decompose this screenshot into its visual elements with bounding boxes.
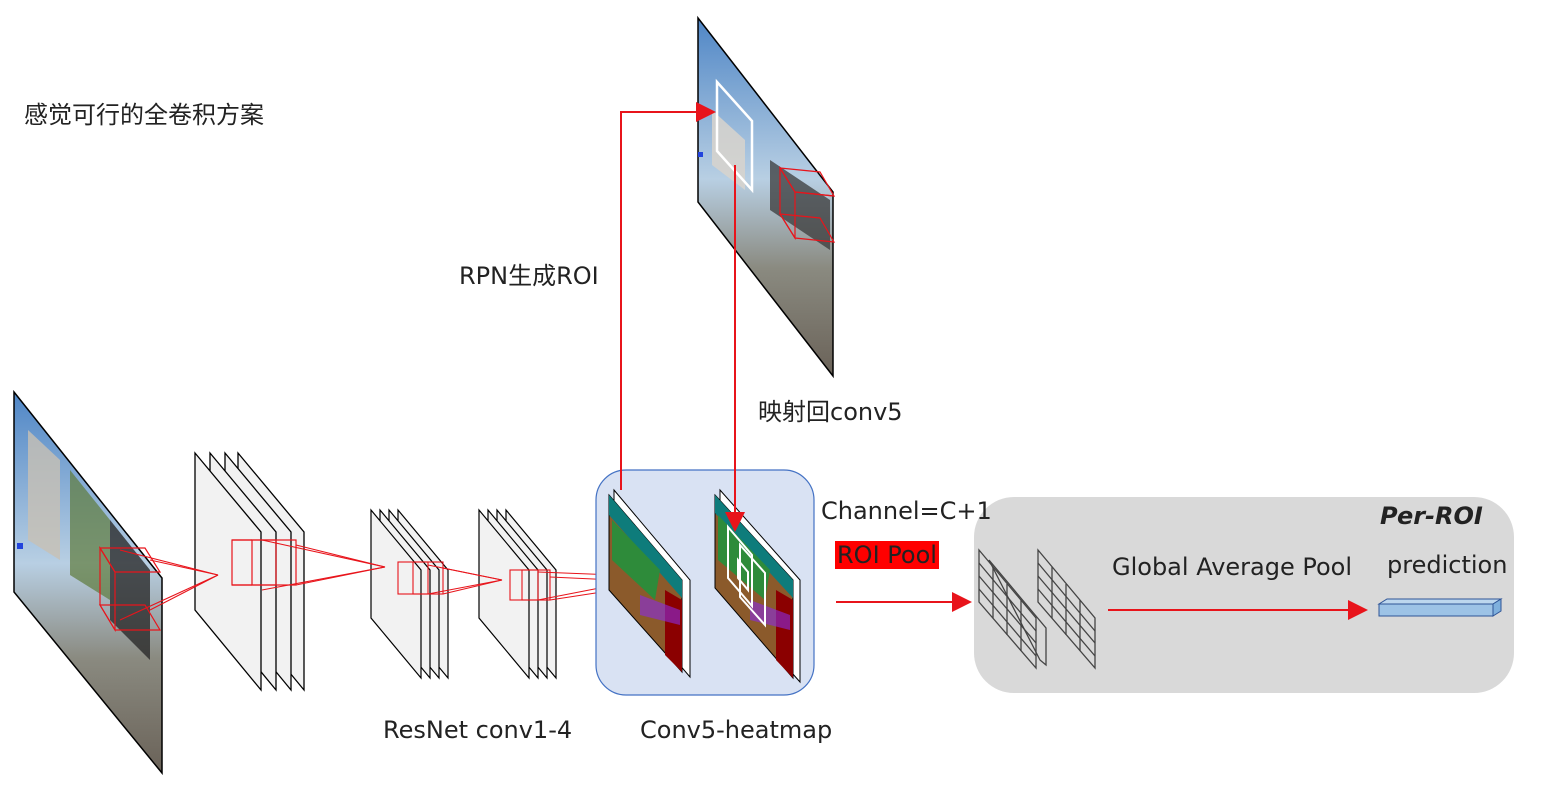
feature-stack-2 (370, 508, 449, 680)
heatmap-right (714, 488, 801, 684)
per-roi-label: Per-ROI (1380, 502, 1483, 530)
conv5-label: Conv5-heatmap (640, 716, 833, 744)
feature-stack-3 (478, 508, 557, 680)
channel-label: Channel=C+1 (821, 497, 992, 525)
rpn-arrow (620, 102, 716, 490)
rpn-label: RPN生成ROI (459, 262, 599, 290)
per-roi-box (974, 497, 1514, 693)
resnet-label: ResNet conv1-4 (383, 716, 573, 744)
prediction-bar (1377, 598, 1503, 617)
roi-pool-label: ROI Pool (835, 541, 939, 569)
conv5-heatmap-box (595, 469, 815, 696)
receptive-field-lines (119, 539, 616, 621)
input-image (13, 389, 163, 776)
roi-grid-1 (978, 548, 1047, 670)
roi-grid-2 (1037, 548, 1096, 670)
map-back-label: 映射回conv5 (758, 398, 903, 426)
prediction-label: prediction (1387, 551, 1508, 579)
gap-label: Global Average Pool (1112, 553, 1353, 581)
roi-image (697, 15, 836, 379)
diagram-title: 感觉可行的全卷积方案 (24, 101, 264, 129)
feature-stack-1 (194, 451, 305, 692)
heatmap-left (608, 488, 691, 679)
